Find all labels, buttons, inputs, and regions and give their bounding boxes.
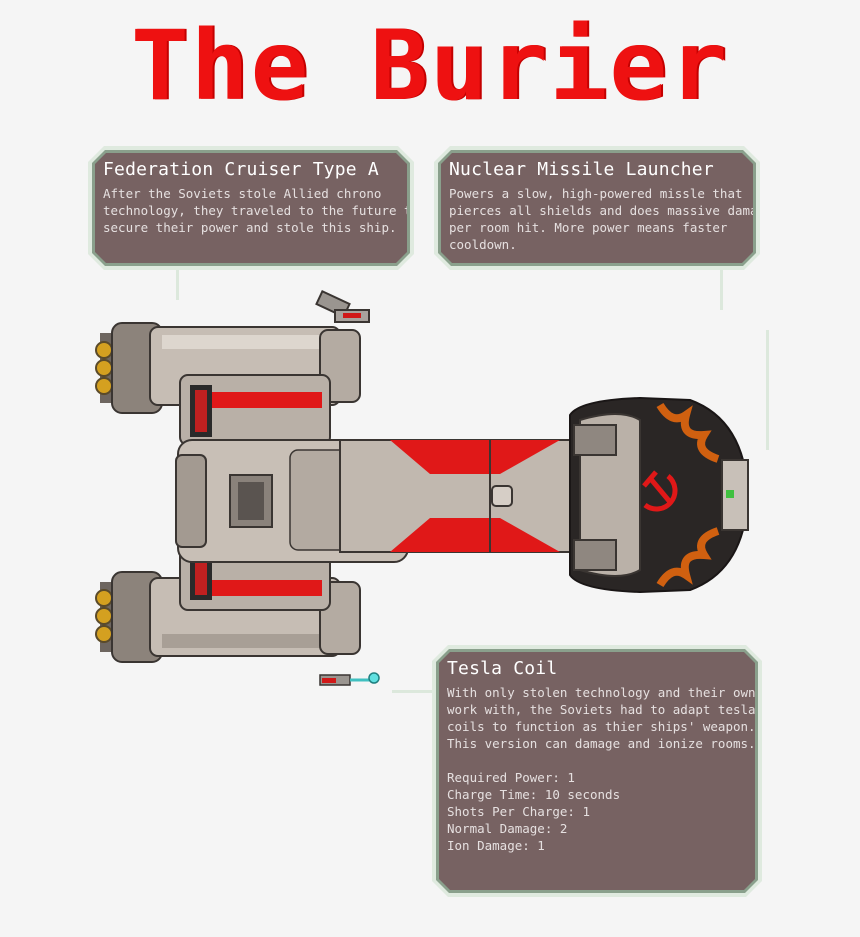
connector-line bbox=[176, 262, 179, 300]
stat-required-power: Required Power: 1 bbox=[447, 770, 575, 785]
tesla-panel-line: coils to function as thier ships' weapon… bbox=[447, 719, 756, 734]
cruiser-panel: Federation Cruiser Type A After the Sovi… bbox=[92, 150, 410, 266]
tesla-panel-line: work with, the Soviets had to adapt tesl… bbox=[447, 702, 756, 717]
stat-shots-per-charge: Shots Per Charge: 1 bbox=[447, 804, 590, 819]
missile-panel-line: pierces all shields and does massive dam… bbox=[449, 203, 773, 218]
missile-turret bbox=[315, 289, 370, 323]
tesla-panel-line: This version can damage and ionize rooms… bbox=[447, 736, 756, 751]
tesla-panel-content: Tesla Coil With only stolen technology a… bbox=[439, 652, 755, 890]
cruiser-panel-line: secure their power and stole this ship. bbox=[103, 220, 397, 235]
stat-ion-damage: Ion Damage: 1 bbox=[447, 838, 545, 853]
missile-panel-content: Nuclear Missile Launcher Powers a slow, … bbox=[441, 153, 753, 263]
connector-line bbox=[766, 330, 769, 450]
cruiser-panel-heading: Federation Cruiser Type A bbox=[103, 159, 379, 180]
tesla-stats: Required Power: 1 Charge Time: 10 second… bbox=[447, 769, 747, 854]
missile-panel-heading: Nuclear Missile Launcher bbox=[449, 159, 714, 180]
missile-panel-line: Powers a slow, high-powered missle that bbox=[449, 186, 743, 201]
page-title: The Burier bbox=[131, 10, 729, 122]
stat-normal-damage: Normal Damage: 2 bbox=[447, 821, 568, 836]
missile-panel-line: per room hit. More power means faster bbox=[449, 220, 728, 235]
tesla-panel-heading: Tesla Coil bbox=[447, 658, 558, 679]
tesla-panel-line: With only stolen technology and their ow… bbox=[447, 685, 779, 700]
connector-line bbox=[720, 262, 723, 310]
ship-nose bbox=[569, 396, 750, 594]
connector-line bbox=[392, 690, 438, 693]
missile-panel: Nuclear Missile Launcher Powers a slow, … bbox=[438, 150, 756, 266]
cruiser-panel-line: technology, they traveled to the future … bbox=[103, 203, 420, 218]
upper-strut bbox=[179, 374, 331, 446]
stat-charge-time: Charge Time: 10 seconds bbox=[447, 787, 621, 802]
tesla-coil-weapon bbox=[319, 672, 380, 686]
missile-panel-line: cooldown. bbox=[449, 237, 517, 252]
cruiser-panel-content: Federation Cruiser Type A After the Sovi… bbox=[95, 153, 407, 263]
ship-spine bbox=[339, 439, 591, 553]
hammer-sickle-icon bbox=[642, 470, 678, 512]
tesla-panel: Tesla Coil With only stolen technology a… bbox=[436, 649, 758, 893]
cruiser-panel-line: After the Soviets stole Allied chrono bbox=[103, 186, 382, 201]
